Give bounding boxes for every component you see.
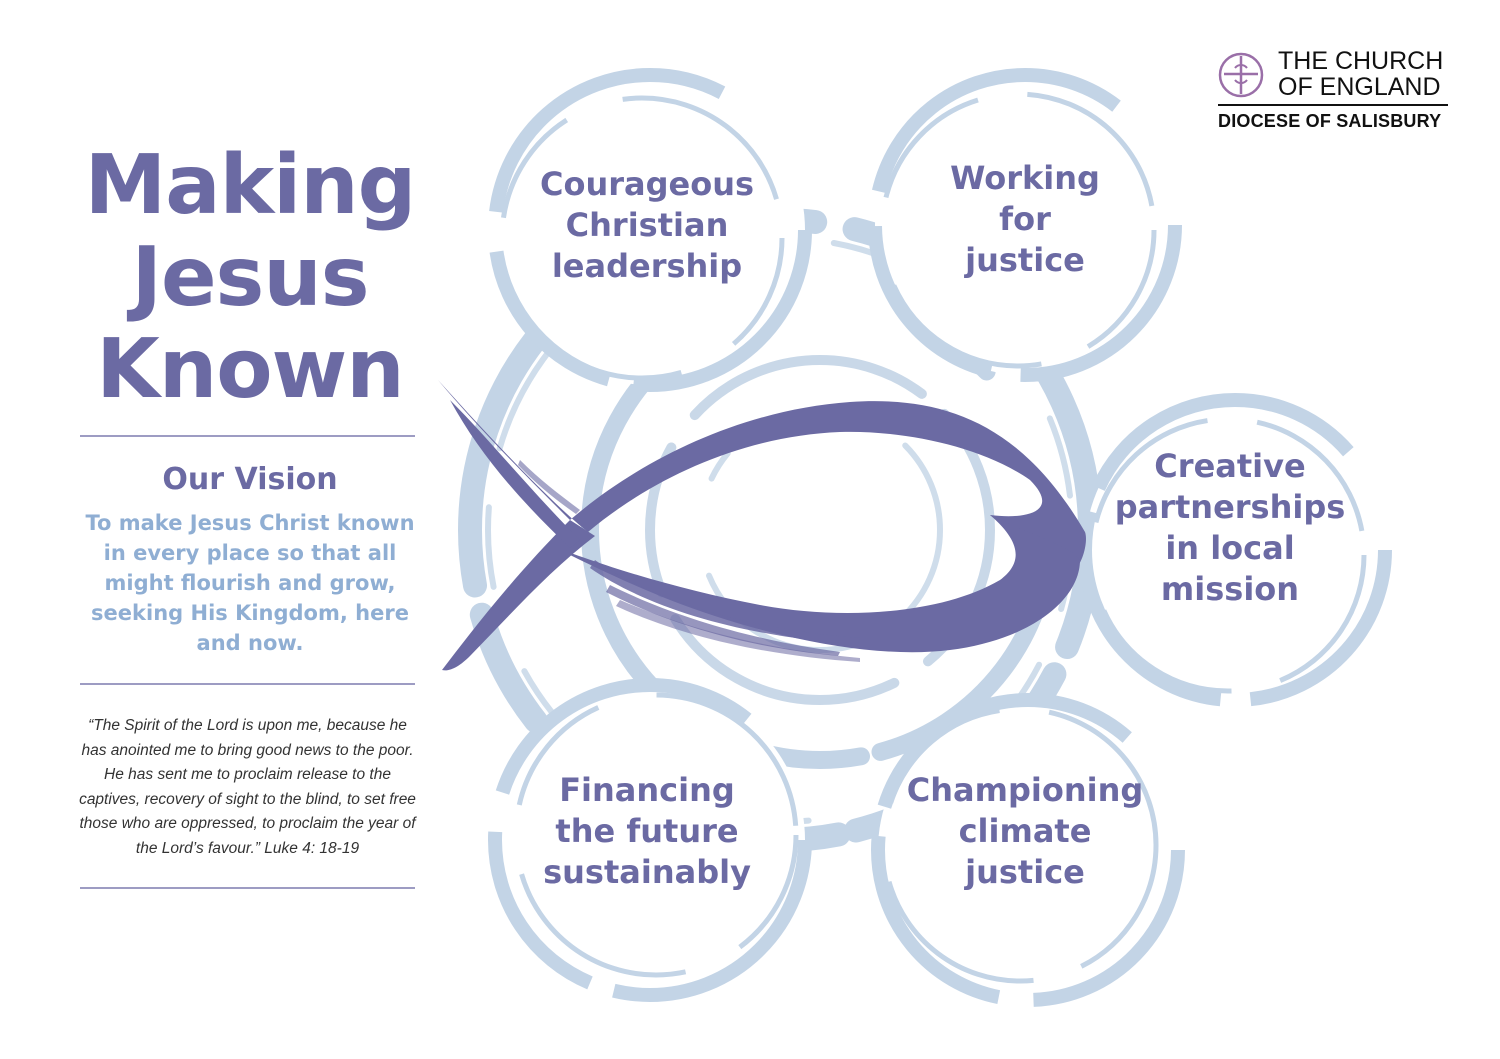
- title-line-1: Making: [84, 138, 417, 233]
- church-of-england-logo-icon: [1218, 52, 1264, 98]
- title-line-2: Jesus: [131, 230, 369, 325]
- priority-partnerships-line-1: Creative: [1154, 447, 1306, 485]
- vision-heading: Our Vision: [162, 462, 338, 497]
- priority-climate: Championing climate justice: [900, 770, 1150, 893]
- priority-financing-line-1: Financing: [559, 771, 735, 809]
- priority-climate-line-1: Championing: [906, 771, 1144, 809]
- priority-justice: Working for justice: [920, 158, 1130, 281]
- priority-partnerships: Creative partnerships in local mission: [1110, 446, 1350, 610]
- priority-climate-line-3: justice: [965, 853, 1085, 891]
- circle-justice: [868, 68, 1182, 382]
- priority-justice-line-3: justice: [965, 241, 1085, 279]
- priority-partnerships-line-2: partnerships: [1114, 488, 1346, 526]
- logo-name: THE CHURCH OF ENGLAND: [1278, 48, 1443, 100]
- divider-middle: [80, 683, 415, 685]
- fish-icon: [438, 380, 1086, 671]
- priority-justice-line-2: for: [999, 200, 1051, 238]
- priority-climate-line-2: climate: [958, 812, 1092, 850]
- priority-partnerships-line-3: in local: [1165, 529, 1295, 567]
- vision-diagram: [438, 68, 1392, 1007]
- vision-statement: To make Jesus Christ known in every plac…: [85, 511, 415, 655]
- divider-top: [80, 435, 415, 437]
- priority-financing-line-2: the future: [555, 812, 739, 850]
- logo-name-line-2: OF ENGLAND: [1278, 73, 1441, 101]
- divider-bottom: [80, 887, 415, 889]
- logo-diocese: DIOCESE OF SALISBURY: [1218, 111, 1442, 131]
- priority-leadership-line-1: Courageous: [540, 165, 755, 203]
- priority-leadership-line-2: Christian: [565, 206, 729, 244]
- title-line-3: Known: [96, 322, 404, 417]
- logo-divider: [1218, 104, 1448, 106]
- satellite-circles: [488, 68, 1392, 1007]
- circle-climate: [871, 693, 1185, 1007]
- priority-partnerships-line-4: mission: [1160, 570, 1300, 608]
- scripture-quote: “The Spirit of the Lord is upon me, beca…: [79, 717, 416, 857]
- priority-leadership: Courageous Christian leadership: [540, 164, 754, 287]
- circle-financing: [488, 678, 812, 1002]
- priority-justice-line-1: Working: [950, 159, 1100, 197]
- priority-financing: Financing the future sustainably: [530, 770, 764, 893]
- page-title: Making Jesus Known: [80, 140, 420, 416]
- logo-name-line-1: THE CHURCH: [1278, 47, 1444, 75]
- priority-financing-line-3: sustainably: [543, 853, 751, 891]
- circle-partnerships: [1078, 393, 1392, 707]
- priority-leadership-line-3: leadership: [551, 247, 743, 285]
- circle-leadership: [488, 68, 812, 392]
